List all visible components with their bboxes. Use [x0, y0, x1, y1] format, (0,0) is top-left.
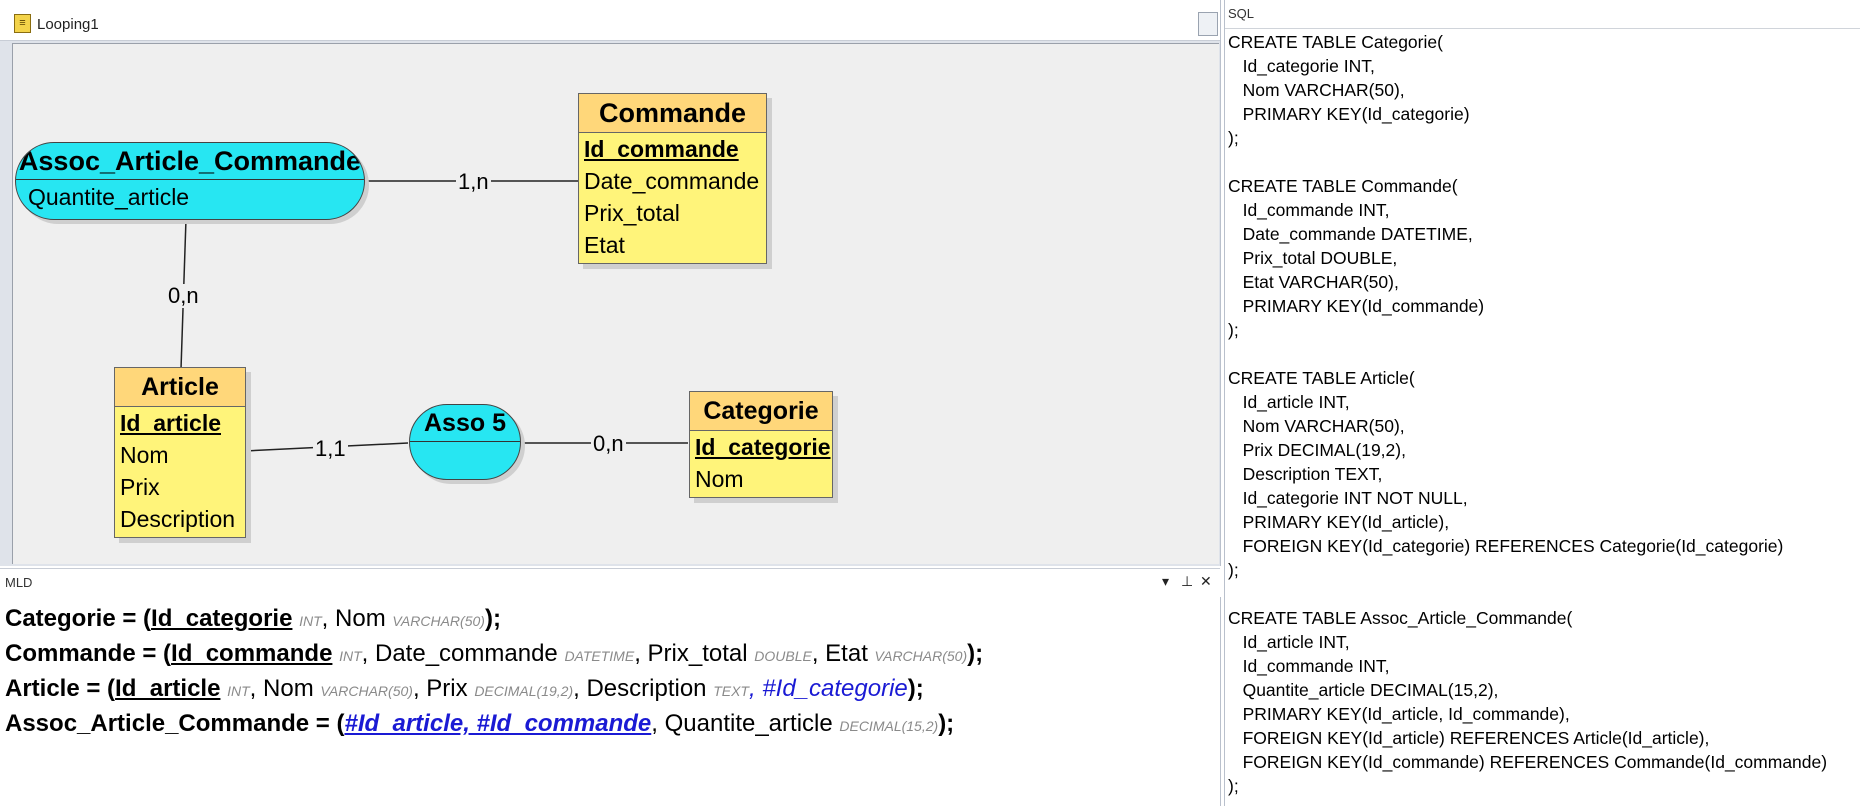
- mld-table-name: Categorie: [5, 605, 116, 632]
- entity-attribute: Description: [120, 506, 236, 532]
- mld-type: DOUBLE: [754, 648, 812, 664]
- maximize-button[interactable]: [1198, 12, 1218, 36]
- entity-key-attribute: Id_commande: [584, 136, 739, 162]
- entity-name: Article: [115, 368, 245, 407]
- entity-categorie[interactable]: Categorie Id_categorie Nom: [689, 391, 833, 498]
- cardinality-assoc-article: 0,n: [166, 283, 201, 308]
- mld-attribute: Etat: [825, 640, 868, 667]
- document-icon: ≡: [14, 14, 31, 33]
- entity-key-attribute: Id_categorie: [695, 434, 831, 460]
- mld-foreign-primary-key: #Id_article, #Id_commande: [344, 710, 652, 737]
- association-name: Assoc_Article_Commande: [16, 143, 364, 180]
- mld-attribute: Date_commande: [375, 640, 558, 667]
- mld-type: INT: [339, 648, 362, 664]
- sql-panel-header: SQL: [1225, 0, 1860, 29]
- mld-primary-key: Id_categorie: [151, 605, 293, 632]
- mld-attribute: Nom: [335, 605, 386, 632]
- mld-line-categorie: Categorie = (Id_categorie INT, Nom VARCH…: [5, 605, 501, 632]
- mld-attribute: Prix: [426, 675, 468, 702]
- entity-attribute: Etat: [584, 232, 625, 258]
- sql-panel-title: SQL: [1228, 6, 1255, 21]
- entity-key-attribute: Id_article: [120, 410, 221, 436]
- entity-attribute: Prix_total: [584, 200, 680, 226]
- panel-dropdown-icon[interactable]: ▾: [1162, 573, 1170, 589]
- mld-attribute: Quantite_article: [664, 710, 833, 737]
- mld-line-commande: Commande = (Id_commande INT, Date_comman…: [5, 640, 984, 667]
- mld-panel-header: MLD ▾ ⊥ ✕: [0, 568, 1220, 598]
- association-attribute: Quantite_article: [28, 184, 190, 210]
- mld-table-name: Article: [5, 675, 80, 702]
- mld-type: DATETIME: [564, 648, 635, 664]
- diagram-window: ≡ Looping1 1,n 0,n 1,1 0,n Assoc_Article…: [0, 0, 1221, 566]
- mld-table-name: Assoc_Article_Commande: [5, 710, 310, 737]
- cardinality-asso5-categorie: 0,n: [591, 431, 626, 456]
- mld-panel-title: MLD: [5, 575, 33, 590]
- mld-primary-key: Id_article: [115, 675, 221, 702]
- entity-name: Commande: [579, 94, 766, 133]
- entity-attribute: Nom: [695, 466, 744, 492]
- diagram-titlebar: ≡ Looping1: [0, 0, 1220, 41]
- mld-foreign-key: #Id_categorie: [762, 675, 908, 702]
- diagram-canvas[interactable]: 1,n 0,n 1,1 0,n Assoc_Article_Commande Q…: [12, 43, 1219, 564]
- association-asso5[interactable]: Asso 5: [409, 404, 521, 480]
- mld-line-assoc: Assoc_Article_Commande = (#Id_article, #…: [5, 710, 955, 737]
- mld-type: DECIMAL(19,2): [474, 683, 574, 699]
- diagram-title: Looping1: [37, 16, 99, 33]
- entity-attribute: Date_commande: [584, 168, 760, 194]
- entity-article[interactable]: Article Id_article Nom Prix Description: [114, 367, 246, 538]
- mld-primary-key: Id_commande: [171, 640, 333, 667]
- association-assoc-article-commande[interactable]: Assoc_Article_Commande Quantite_article: [15, 142, 365, 220]
- entity-commande[interactable]: Commande Id_commande Date_commande Prix_…: [578, 93, 767, 264]
- panel-pin-icon[interactable]: ⊥: [1181, 573, 1194, 589]
- mld-attribute: Prix_total: [647, 640, 748, 667]
- mld-attribute: Description: [586, 675, 707, 702]
- entity-name: Categorie: [690, 392, 832, 431]
- mld-type: VARCHAR(50): [392, 613, 485, 629]
- cardinality-assoc-commande: 1,n: [456, 169, 491, 194]
- entity-attribute: Prix: [120, 474, 160, 500]
- mld-attribute: Nom: [263, 675, 314, 702]
- mld-type: INT: [299, 613, 322, 629]
- mld-type: TEXT: [713, 683, 749, 699]
- sql-code[interactable]: CREATE TABLE Categorie( Id_categorie INT…: [1228, 32, 1828, 796]
- mld-type: INT: [227, 683, 250, 699]
- sql-panel: SQL CREATE TABLE Categorie( Id_categorie…: [1224, 0, 1860, 806]
- mld-type: DECIMAL(15,2): [839, 718, 939, 734]
- association-name: Asso 5: [410, 405, 520, 442]
- cardinality-article-asso5: 1,1: [313, 436, 348, 461]
- panel-close-icon[interactable]: ✕: [1200, 573, 1212, 589]
- mld-type: VARCHAR(50): [874, 648, 968, 664]
- entity-attribute: Nom: [120, 442, 169, 468]
- mld-panel-body: Categorie = (Id_categorie INT, Nom VARCH…: [0, 597, 1221, 806]
- mld-table-name: Commande: [5, 640, 136, 667]
- mld-line-article: Article = (Id_article INT, Nom VARCHAR(5…: [5, 675, 924, 702]
- mld-type: VARCHAR(50): [320, 683, 413, 699]
